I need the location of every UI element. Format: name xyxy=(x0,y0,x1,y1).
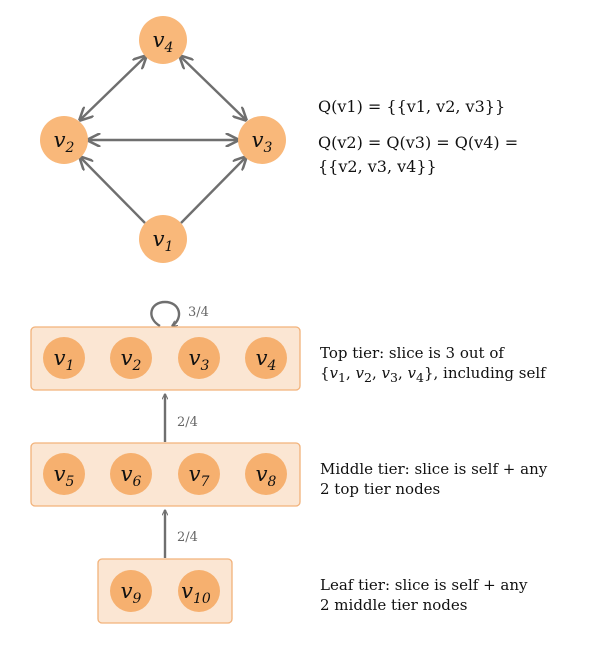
tier-node-v4: v4 xyxy=(245,337,287,379)
self-loop: 3/4 xyxy=(150,300,209,328)
top-tier-set: {v1, v2, v3, v4} xyxy=(320,364,434,385)
edge-v2-v4 xyxy=(80,56,146,120)
graph-node-v4: v4 xyxy=(139,16,187,64)
middle-tier-box xyxy=(30,442,301,507)
tier-node-v1: v1 xyxy=(43,337,85,379)
svg-text:v4: v4 xyxy=(153,28,174,56)
leaf-arrow-label: 2/4 xyxy=(177,530,198,545)
quorum-line-1: Q(v1) = {{v1, v2, v3}} xyxy=(318,97,506,116)
svg-text:v1: v1 xyxy=(54,346,75,374)
edge-v1-v2 xyxy=(80,157,146,224)
svg-text:v9: v9 xyxy=(121,579,142,607)
svg-text:v2: v2 xyxy=(121,346,142,374)
svg-text:v8: v8 xyxy=(256,462,277,490)
svg-text:v5: v5 xyxy=(54,462,75,490)
svg-text:v3: v3 xyxy=(189,346,210,374)
leaf-tier-desc-line-2: 2 middle tier nodes xyxy=(320,596,468,614)
tier-node-v5: v5 xyxy=(43,453,85,495)
tier-node-v7: v7 xyxy=(178,453,220,495)
svg-text:v4: v4 xyxy=(256,346,277,374)
tier-node-v10: v10 xyxy=(178,570,220,612)
middle-tier-nodes: v5 v6 v7 v8 xyxy=(43,453,287,495)
svg-text:v3: v3 xyxy=(252,128,273,156)
graph-node-v2: v2 xyxy=(40,116,88,164)
graph-edges xyxy=(80,56,246,224)
edge-v4-v3 xyxy=(180,56,246,120)
top-tier-desc-suffix: , including self xyxy=(433,364,546,382)
top-tier-box xyxy=(30,326,301,391)
svg-text:v1: v1 xyxy=(153,227,174,255)
svg-text:v6: v6 xyxy=(121,462,142,490)
middle-arrow-label: 2/4 xyxy=(177,415,198,430)
edge-v1-v3 xyxy=(180,157,246,224)
graph-node-v3: v3 xyxy=(238,116,286,164)
top-tier-nodes: v1 v2 v3 v4 xyxy=(43,337,287,379)
tier-node-v8: v8 xyxy=(245,453,287,495)
tier-node-v3: v3 xyxy=(178,337,220,379)
tier-node-v9: v9 xyxy=(110,570,152,612)
quorum-line-2: Q(v2) = Q(v3) = Q(v4) = xyxy=(318,133,519,152)
tier-node-v2: v2 xyxy=(110,337,152,379)
leaf-tier-desc-line-1: Leaf tier: slice is self + any xyxy=(320,576,528,594)
graph-node-v1: v1 xyxy=(139,215,187,263)
svg-text:v2: v2 xyxy=(54,128,75,156)
svg-text:v7: v7 xyxy=(189,462,210,490)
middle-tier-desc-line-2: 2 top tier nodes xyxy=(320,480,441,498)
leaf-tier-nodes: v9 v10 xyxy=(110,570,220,612)
top-tier-desc-line-1: Top tier: slice is 3 out of xyxy=(320,344,504,362)
svg-text:v10: v10 xyxy=(181,579,211,607)
tier-node-v6: v6 xyxy=(110,453,152,495)
top-tier-desc-line-2: {v1, v2, v3, v4}, including self xyxy=(320,363,546,388)
middle-tier-desc-line-1: Middle tier: slice is self + any xyxy=(320,460,548,478)
self-loop-label: 3/4 xyxy=(188,305,209,320)
quorum-line-3: {{v2, v3, v4}} xyxy=(318,157,437,176)
